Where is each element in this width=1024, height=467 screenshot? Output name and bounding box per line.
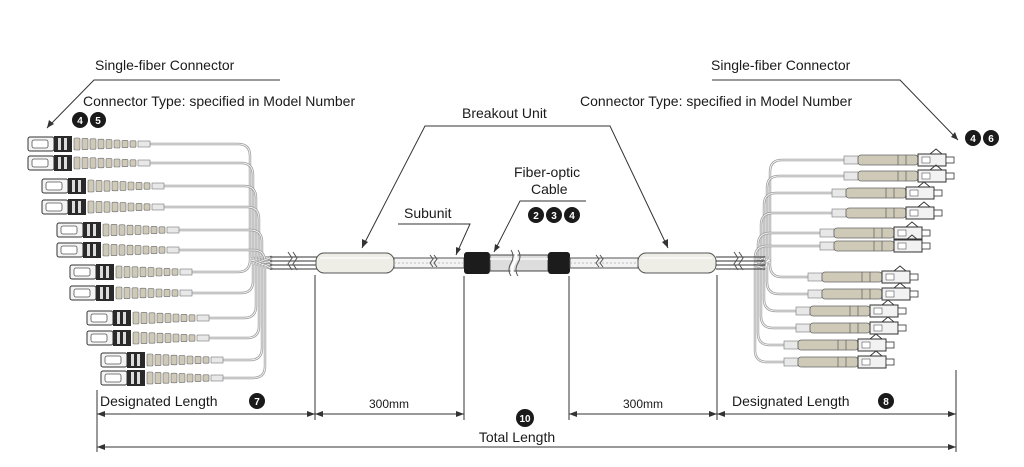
right-connector-markers: 4 6: [965, 130, 999, 146]
lc-connector: [819, 221, 931, 240]
breakout-unit-label: Breakout Unit: [462, 105, 547, 121]
right-designated-length-label: Designated Length: [732, 393, 850, 409]
sc-connector: [100, 370, 224, 386]
marker-badge: [90, 112, 106, 128]
marker-badge: [546, 207, 562, 223]
cable-sleeve-left: [464, 252, 490, 274]
sc-connector: [69, 264, 193, 280]
lc-connector: [831, 181, 943, 200]
marker-number: 5: [95, 116, 101, 127]
fiber-strand: [763, 262, 808, 296]
lc-connector: [795, 299, 907, 318]
lc-connector: [783, 333, 895, 352]
sc-connector: [41, 178, 165, 194]
sc-connector: [27, 136, 151, 152]
marker-number: 2: [533, 211, 539, 222]
sc-connector: [27, 155, 151, 171]
lc-connector: [831, 201, 943, 220]
fiber-optic-label-line1: Fiber-optic: [514, 164, 580, 180]
left-designated-length-dimension: Designated Length 7: [97, 393, 315, 417]
lc-connector: [783, 350, 895, 369]
subunit-label: Subunit: [404, 205, 452, 221]
marker-badge: [72, 112, 88, 128]
sc-connector: [41, 199, 165, 215]
left-connector-markers: 4 5: [72, 112, 106, 128]
right-connector-type: Connector Type: specified in Model Numbe…: [580, 93, 852, 109]
sc-connector: [100, 352, 224, 368]
lc-connector: [807, 265, 919, 284]
total-length-label: Total Length: [479, 429, 555, 445]
left-connector-group: [27, 136, 224, 386]
marker-number: 4: [970, 134, 976, 145]
sc-connector: [69, 285, 193, 301]
right-300mm-dimension: 300mm: [569, 397, 717, 417]
sc-connector: [56, 242, 180, 258]
marker-badge: [516, 409, 534, 427]
left-subunit: [393, 257, 465, 269]
left-breakout-unit: [315, 252, 395, 274]
marker-badge: [878, 393, 894, 409]
fiber-optic-label-line2: Cable: [531, 181, 568, 197]
left-connector-type: Connector Type: specified in Model Numbe…: [83, 93, 355, 109]
dimension-extension-lines: [96, 275, 957, 452]
right-connector-group: [783, 148, 955, 369]
marker-badge: [965, 130, 981, 146]
sc-connector: [86, 310, 210, 326]
fiber-strand: [753, 263, 784, 364]
left-breakout-length-label: 300mm: [369, 397, 409, 411]
lc-connector: [807, 282, 919, 301]
left-300mm-dimension: 300mm: [315, 397, 464, 417]
right-designated-length-dimension: Designated Length 8: [717, 393, 956, 417]
marker-number: 3: [551, 211, 557, 222]
main-cable: [270, 249, 765, 277]
cable-markers: 2 3 4: [528, 207, 580, 223]
marker-number: 7: [254, 397, 260, 408]
right-breakout-length-label: 300mm: [623, 397, 663, 411]
marker-number: 8: [883, 397, 889, 408]
right-breakout-unit: [637, 252, 717, 274]
cable-break-mark: [510, 249, 518, 277]
marker-number: 6: [988, 134, 994, 145]
marker-badge: [983, 130, 999, 146]
fiber-strand: [150, 161, 273, 263]
lc-connector: [843, 148, 955, 167]
fiber-optic-cable: [489, 254, 549, 272]
fiber-strand: [759, 211, 832, 270]
cable-sleeve-right: [548, 252, 570, 274]
callout-lines: [46, 79, 959, 256]
right-fanout-fibers: [753, 158, 844, 364]
left-connector-title: Single-fiber Connector: [95, 57, 235, 73]
total-length-dimension: 10 Total Length: [97, 409, 956, 450]
marker-number: 4: [77, 116, 83, 127]
sc-connector: [56, 222, 180, 238]
marker-badge: [249, 393, 265, 409]
left-fanout-fibers: [150, 142, 273, 380]
marker-badge: [528, 207, 544, 223]
sc-connector: [86, 330, 210, 346]
lc-connector: [795, 316, 907, 335]
marker-number: 10: [519, 414, 531, 425]
marker-number: 4: [569, 211, 575, 222]
lc-connector: [819, 234, 931, 253]
fiber-strand: [764, 259, 808, 279]
marker-badge: [564, 207, 580, 223]
right-connector-title: Single-fiber Connector: [711, 57, 851, 73]
left-designated-length-label: Designated Length: [100, 393, 218, 409]
lc-connector: [843, 164, 955, 183]
